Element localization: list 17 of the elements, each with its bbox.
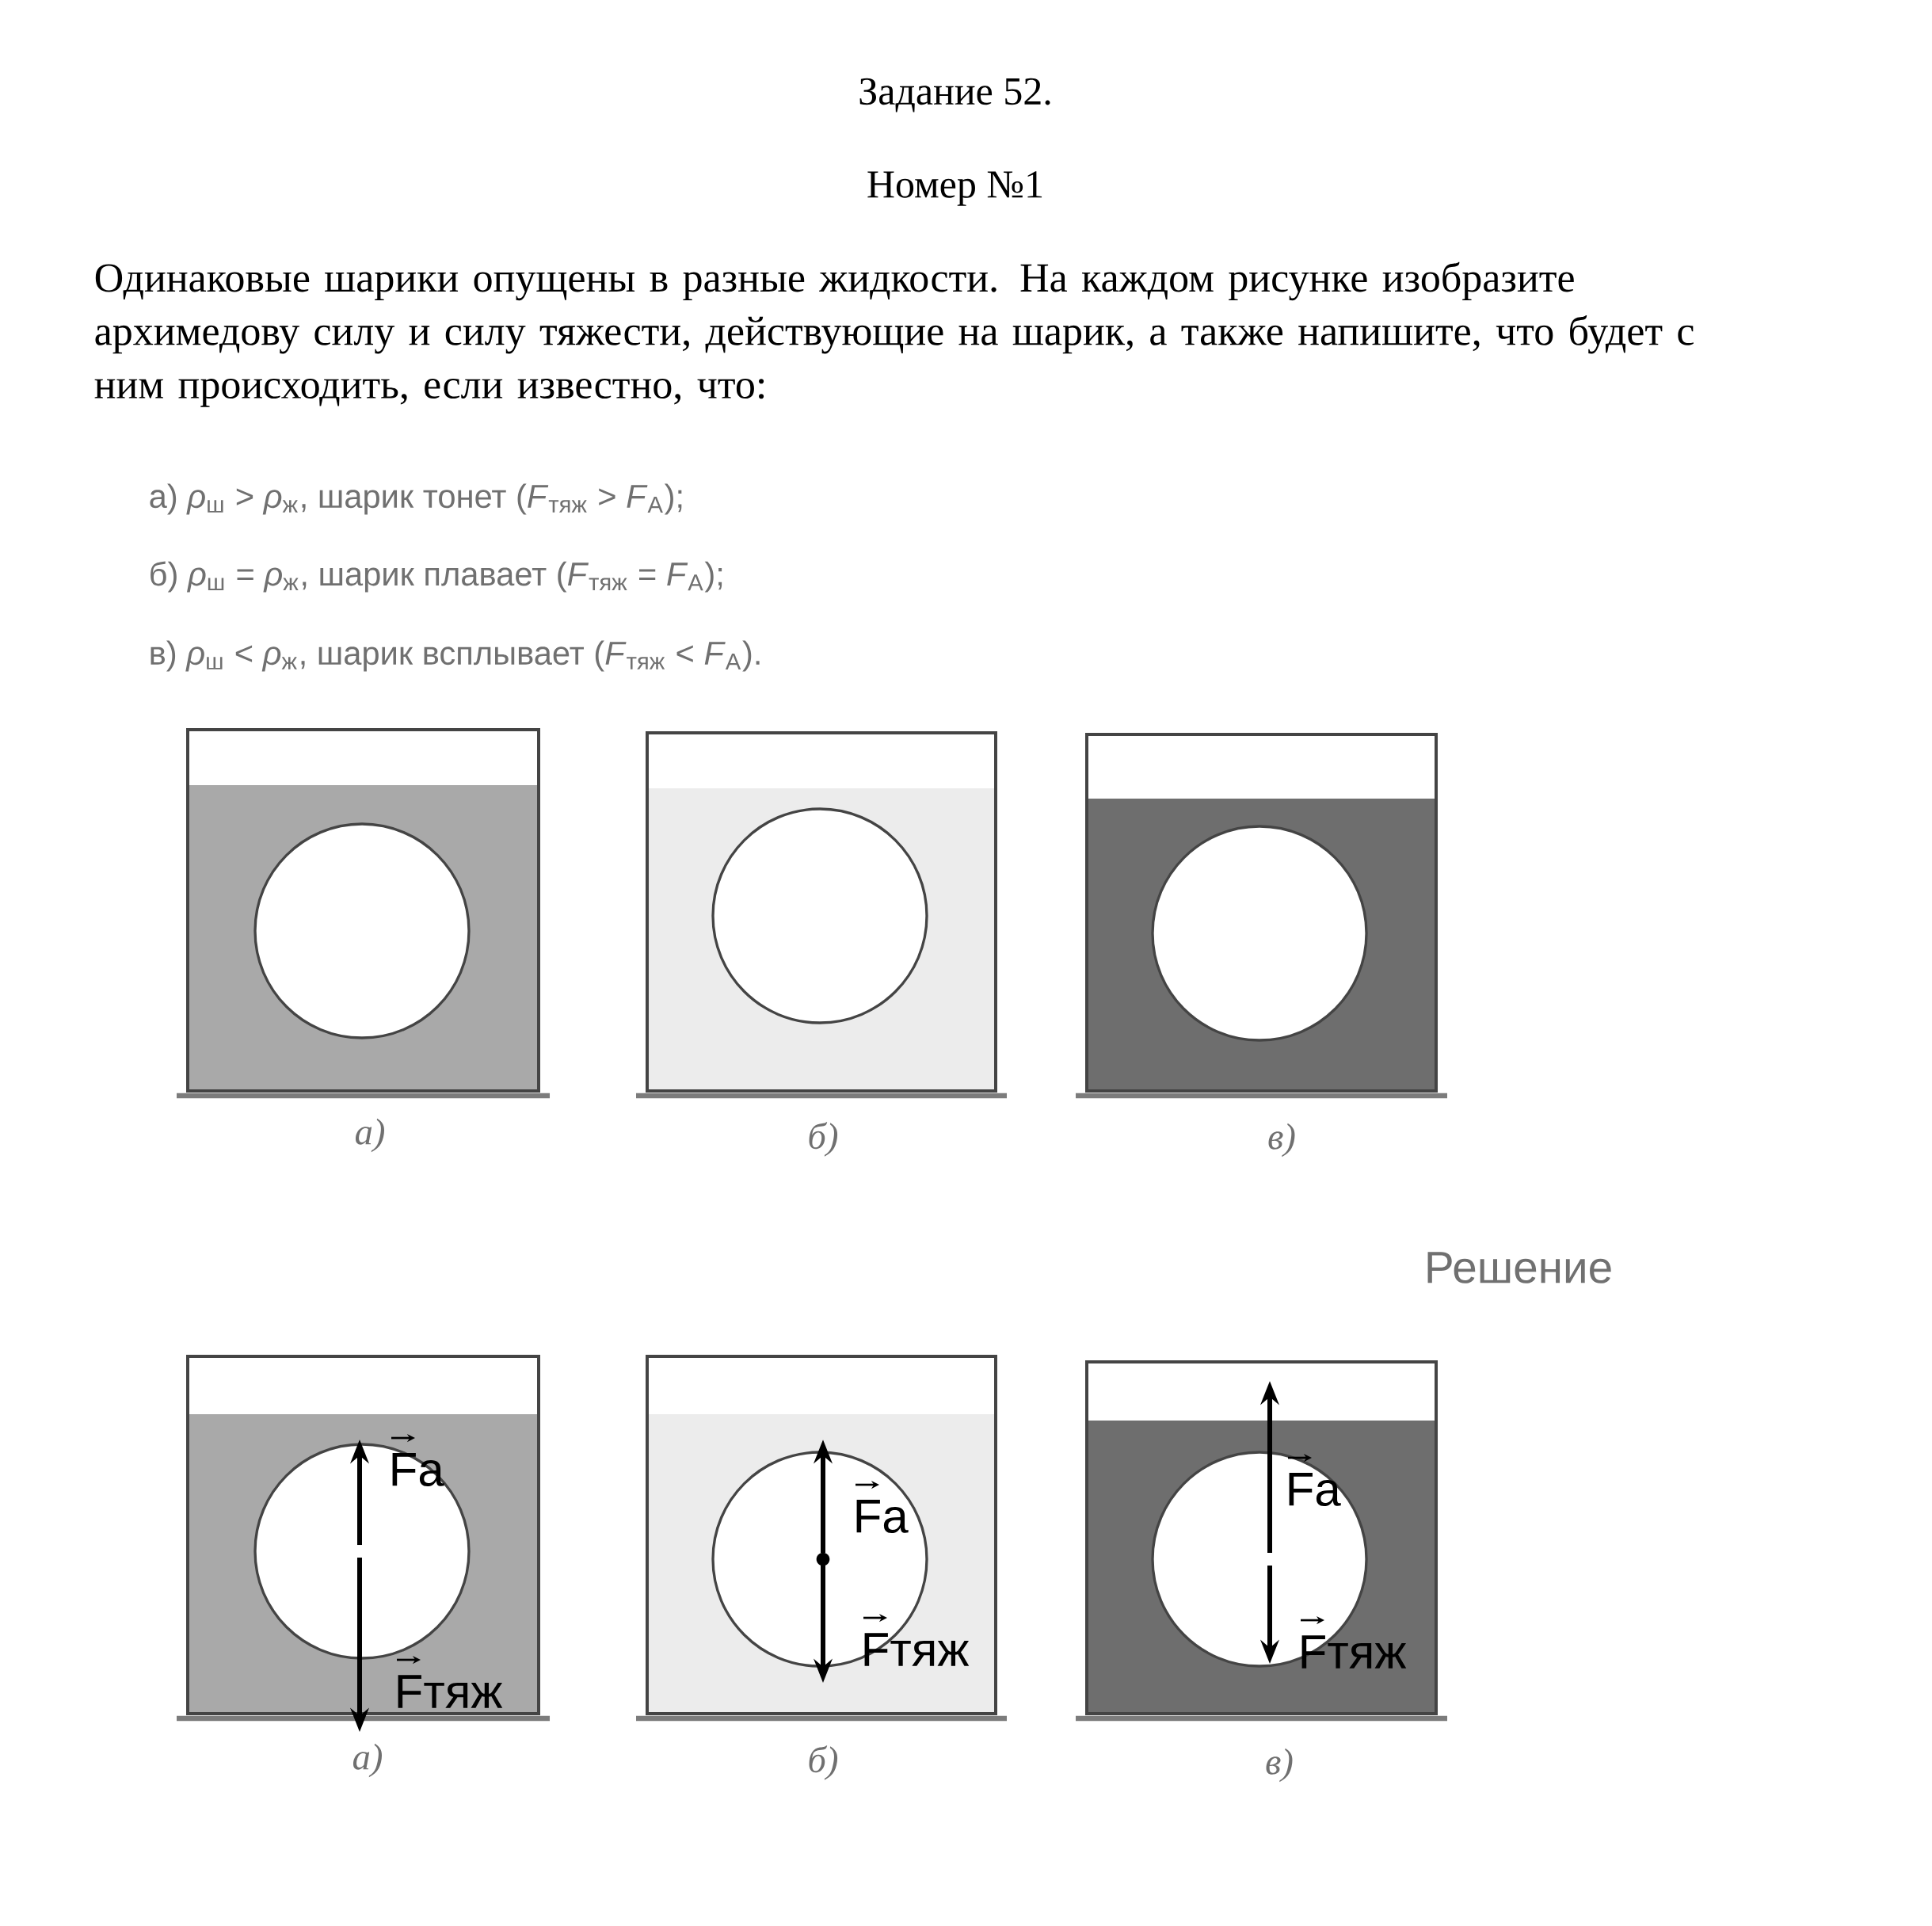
node-label: б) (809, 1122, 838, 1157)
node-label: а) (356, 1118, 384, 1153)
node-label: в) (1266, 1748, 1293, 1783)
force-label: Fтяж (1301, 1615, 1407, 1669)
condition-text: а) ρ$_{ш}$ > ρ$_{ж}$, шарик тонет (F$_{тяж}$ > F$_{A}$); (150, 483, 682, 515)
force-label: Fтяж (397, 1655, 503, 1708)
condition-text: б) ρ$_{ш}$ = ρ$_{ж}$, шарик плавает (F$_{тяж}$ = F$_{A}$); (151, 561, 722, 593)
problem-text: Одинаковые шарики опущены в разные жидкости. На каждом рисунке изобразите архимедову силу и силу тяжести, действующие на шарик, а также напишите, что будет с ним происходить, если известно, что: (94, 261, 1694, 407)
node-label: а) (353, 1743, 382, 1778)
node-label: в) (1268, 1123, 1295, 1158)
condition-text: в) ρ$_{ш}$ < ρ$_{ж}$, шарик всплывает (F$_{тяж}$ < F$_{A}$). (151, 640, 760, 672)
heading: Решение (1427, 1252, 1611, 1283)
title: Задание 52. (859, 78, 1050, 113)
force-label: Fa (855, 1480, 909, 1533)
force-label: Fa (1288, 1453, 1341, 1506)
heading: Номер №1 (867, 171, 1042, 206)
node-label: б) (809, 1745, 838, 1780)
